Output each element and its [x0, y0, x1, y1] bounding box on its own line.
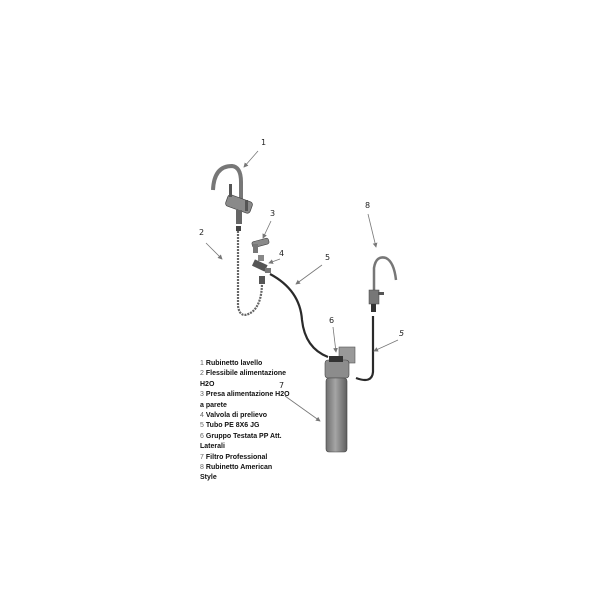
wall-inlet	[251, 237, 270, 253]
callout-7: 7	[279, 381, 284, 390]
sink-faucet	[211, 163, 253, 224]
flexible-hose	[236, 228, 264, 316]
callout-2: 2	[199, 228, 204, 237]
professional-filter	[325, 377, 348, 453]
callout-3: 3	[270, 209, 275, 218]
callout-6: 6	[329, 316, 334, 325]
callout-1: 1	[261, 138, 266, 147]
callout-5b: 5	[399, 329, 404, 338]
callout-4: 4	[279, 249, 284, 258]
callouts: 1 2 3 4 5 6 7 8 5	[199, 138, 404, 422]
filter-head	[324, 346, 356, 379]
pe-tube-right	[355, 316, 375, 382]
callout-8: 8	[365, 201, 370, 210]
callout-5: 5	[325, 253, 330, 262]
american-style-faucet	[368, 256, 398, 312]
pe-tube	[269, 273, 329, 359]
tap-valve	[251, 255, 271, 273]
